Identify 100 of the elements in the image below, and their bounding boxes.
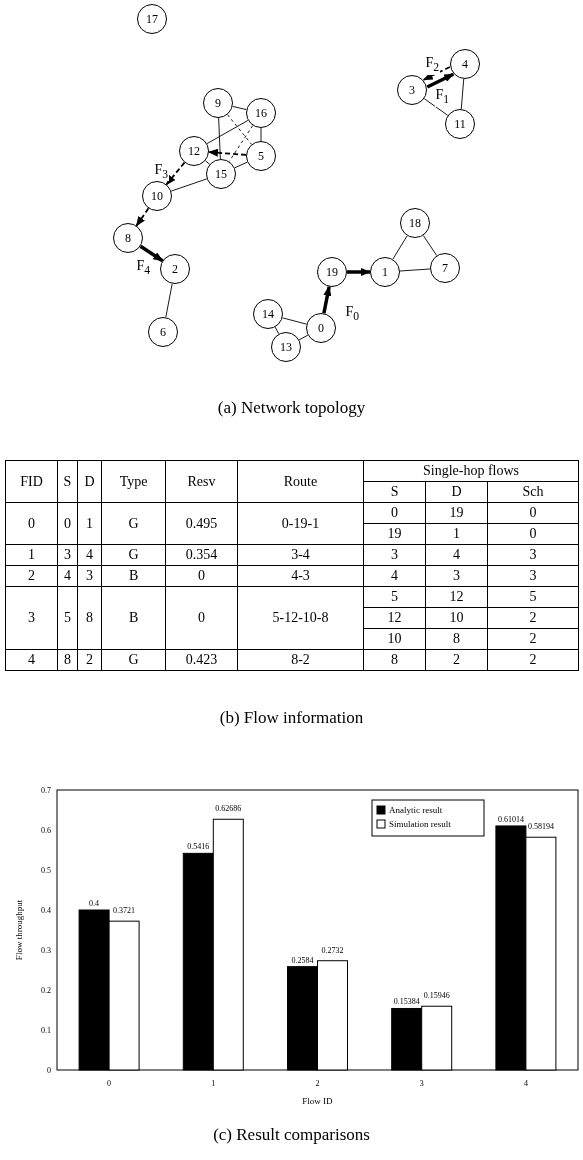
table-cell: 8 [57, 649, 78, 671]
tick-label: 0.5 [41, 866, 51, 875]
node-circle: 2 [160, 254, 190, 284]
table-cell: 0 [57, 502, 78, 545]
node-circle: 3 [397, 75, 427, 105]
axis-title: Flow throughput [14, 899, 24, 961]
tick-label: 0.3 [41, 946, 51, 955]
tick-label: 0.1 [41, 1026, 51, 1035]
node-circle: 13 [271, 332, 301, 362]
value-label: 0.15384 [393, 997, 420, 1007]
table-cell: 12 [425, 586, 488, 608]
link-line [170, 178, 208, 192]
node-circle: 12 [179, 136, 209, 166]
link-line [232, 105, 247, 111]
table-cell: 2 [487, 649, 579, 671]
table-cell: G [101, 649, 166, 671]
value-label: 0.3721 [113, 906, 136, 916]
table-cell: 4-3 [237, 565, 364, 587]
table-cell: 19 [425, 502, 488, 524]
tick-label: 0.4 [41, 906, 51, 915]
table-cell: 3 [425, 565, 488, 587]
link-line [227, 114, 252, 145]
table-cell: 8-2 [237, 649, 364, 671]
caption: (a) Network topology [217, 398, 366, 418]
table-cell: 0 [487, 523, 579, 545]
arrow [165, 161, 186, 186]
link-line [423, 98, 449, 116]
table-cell: 0 [363, 502, 426, 524]
table-cell: 10 [425, 607, 488, 629]
edge-label: F$_{3}$ [153, 161, 170, 182]
arrow [139, 244, 164, 263]
table-cell: 4 [57, 565, 78, 587]
value-label: 0.15946 [423, 991, 450, 1001]
table-cell: 4 [425, 544, 488, 566]
node-circle: 4 [450, 49, 480, 79]
table-cell: Route [237, 460, 364, 503]
value-label: 0.2584 [291, 955, 314, 965]
axis-title: Flow ID [302, 1096, 333, 1106]
table-cell: 0-19-1 [237, 502, 364, 545]
link-line [298, 334, 309, 341]
table-cell: 2 [425, 649, 488, 671]
node-circle: 9 [203, 88, 233, 118]
node-circle: 5 [246, 141, 276, 171]
edge-label: F$_{2}$ [424, 55, 441, 75]
table-cell: 1 [5, 544, 58, 566]
arrow [422, 66, 451, 81]
table-cell: 5 [363, 586, 426, 608]
table-cell: 0 [5, 502, 58, 545]
table-cell: 3 [5, 586, 58, 650]
table-cell: 0.495 [165, 502, 238, 545]
table-cell: 8 [77, 586, 102, 650]
table-cell: 2 [77, 649, 102, 671]
link-line [422, 235, 438, 256]
value-label: 0.62686 [215, 804, 242, 814]
table-cell: 8 [363, 649, 426, 671]
tick-label: 2 [315, 1079, 320, 1088]
table-cell: G [101, 502, 166, 545]
arrow [135, 207, 150, 227]
table-cell: B [101, 565, 166, 587]
node-circle: 18 [400, 208, 430, 238]
arrow [207, 148, 247, 157]
value-label: 0.58194 [527, 822, 554, 832]
link-line [399, 268, 431, 272]
table-cell: 0 [165, 586, 238, 650]
table-cell: 3-4 [237, 544, 364, 566]
value-label: 0.2732 [321, 945, 344, 955]
table-cell: Sch [487, 481, 579, 503]
table-cell: Type [101, 460, 166, 503]
table-cell: 2 [487, 607, 579, 629]
table-cell: 12 [363, 607, 426, 629]
link-line [218, 117, 221, 160]
table-cell: 4 [77, 544, 102, 566]
table-cell: 4 [5, 649, 58, 671]
table-cell: 2 [5, 565, 58, 587]
table-cell: S [57, 460, 78, 503]
table-cell: 19 [363, 523, 426, 545]
tick-label: 4 [523, 1079, 528, 1088]
node-circle: 19 [317, 257, 347, 287]
arrow [322, 285, 332, 314]
table-cell: 5 [57, 586, 78, 650]
table-cell: 5 [487, 586, 579, 608]
table-cell: D [425, 481, 488, 503]
table-cell: G [101, 544, 166, 566]
value-label: 0.4 [89, 899, 100, 908]
table-cell: 1 [77, 502, 102, 545]
table-cell: 0.423 [165, 649, 238, 671]
table-cell: 0 [165, 565, 238, 587]
table-cell: B [101, 586, 166, 650]
node-circle: 8 [113, 223, 143, 253]
table-cell: 3 [57, 544, 78, 566]
node-circle: 14 [253, 299, 283, 329]
table-cell: 4 [363, 565, 426, 587]
link-line [165, 283, 173, 318]
table-cell: 8 [425, 628, 488, 650]
tick-label: 3 [419, 1079, 424, 1088]
node-circle: 1 [370, 257, 400, 287]
legend-label: Analytic result [389, 805, 443, 815]
link-line [392, 235, 408, 260]
link-line [204, 160, 211, 165]
arrow [426, 72, 455, 89]
